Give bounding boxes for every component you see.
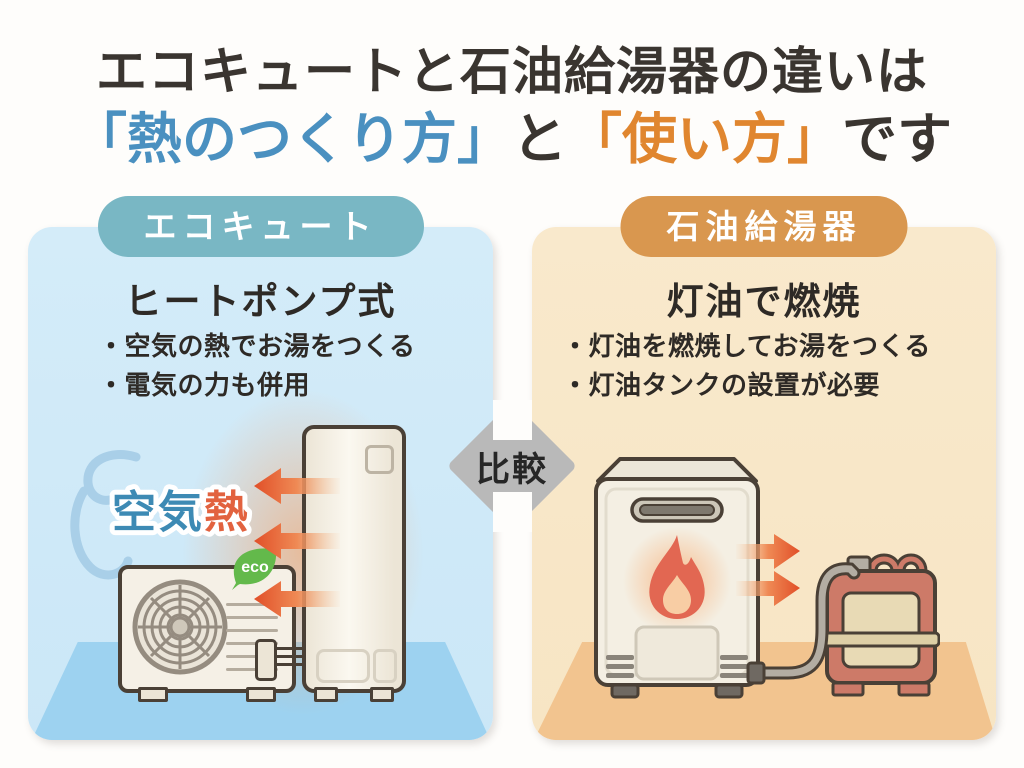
tank-bottom-panel	[316, 649, 370, 683]
oil-bullet-list: ・灯油を燃焼してお湯をつくる ・灯油タンクの設置が必要	[562, 327, 931, 405]
pipe	[271, 647, 304, 650]
ecocute-heading: ヒートポンプ式	[124, 281, 397, 322]
heat-pump-unit: eco	[118, 548, 296, 702]
oil-heater-panel: 石油給湯器 灯油で燃焼 ・灯油を燃焼してお湯をつくる ・灯油タンクの設置が必要	[532, 196, 996, 740]
heatpump-foot-left	[138, 687, 168, 702]
compare-marker: 比較	[446, 400, 578, 532]
storage-tank	[302, 425, 406, 702]
gap-strip-top	[493, 400, 532, 440]
compare-label: 比較	[476, 450, 548, 489]
gap-strip-bottom	[493, 492, 532, 532]
oil-boiler-unit	[594, 457, 760, 699]
kerosene-tank	[822, 553, 940, 697]
tank-top-panel	[365, 445, 394, 474]
fan-icon	[132, 579, 228, 675]
louver-vents	[226, 603, 278, 681]
oil-heading: 灯油で燃焼	[666, 281, 862, 322]
heatpump-foot-right	[246, 687, 276, 702]
ecocute-panel: エコキュート ヒートポンプ式 ・空気の熱でお湯をつくる ・電気の力も併用 空気熱	[28, 196, 493, 740]
main-title-line2: 「熱のつくり方」と「使い方」です	[0, 94, 1024, 174]
air-heat-label: 空気熱	[107, 483, 253, 542]
eco-leaf-icon: eco	[232, 548, 277, 590]
eco-badge-text: eco	[241, 559, 269, 576]
main-title-line1: エコキュートと石油給湯器の違いは	[95, 43, 928, 100]
title-heat-making-segment: 「熱のつくり方」	[71, 108, 512, 170]
oil-bullet-1: ・灯油を燃焼してお湯をつくる	[562, 331, 931, 361]
oil-heater-badge: 石油給湯器	[620, 196, 908, 257]
ecocute-badge: エコキュート	[97, 196, 424, 257]
ecocute-bullet-1: ・空気の熱でお湯をつくる	[98, 331, 416, 361]
pipe	[271, 663, 304, 666]
oil-bullet-2: ・灯油タンクの設置が必要	[562, 370, 881, 400]
tank-foot-left	[314, 687, 338, 702]
pipe-connector	[255, 639, 277, 681]
air-label-text: 空気	[112, 488, 204, 537]
pipe	[271, 655, 304, 658]
svg-text:空気熱: 空気熱	[112, 488, 250, 537]
title-suffix-segment: です	[842, 108, 953, 170]
heat-label-text: 熱	[204, 488, 250, 537]
heat-arrows-right-icon	[736, 534, 800, 606]
title-usage-segment: 「使い方」	[567, 108, 843, 170]
title-connector-segment: と	[511, 108, 567, 170]
tank-side-panel	[373, 649, 397, 683]
heat-arrows-left-icon	[254, 468, 340, 617]
tank-foot-right	[370, 687, 394, 702]
fuel-hose	[746, 562, 861, 685]
